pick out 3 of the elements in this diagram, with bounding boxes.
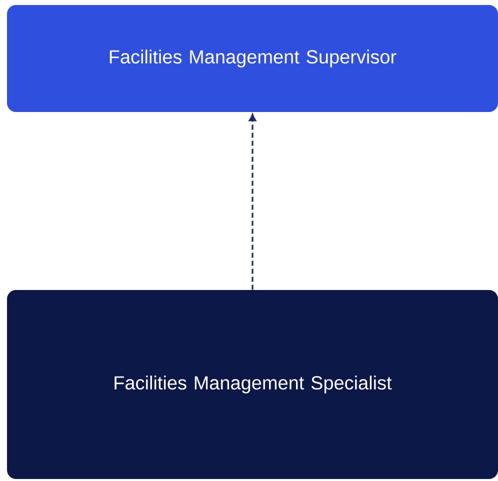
role-box: Facilities Management Supervisor xyxy=(7,5,498,112)
arrow xyxy=(248,114,256,290)
role-box: Facilities Management Specialist xyxy=(7,290,498,479)
